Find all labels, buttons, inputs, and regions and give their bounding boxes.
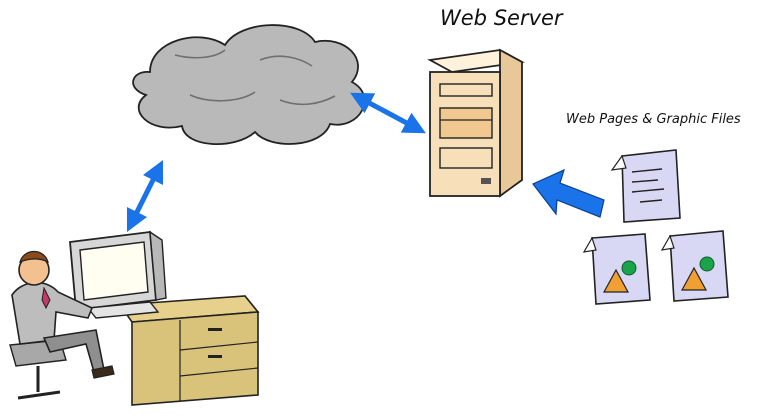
web-server-label: Web Server — [440, 6, 563, 30]
graphic-file-1 — [582, 233, 651, 305]
arrow-files-to-server — [532, 168, 605, 218]
internet-cloud — [132, 24, 366, 145]
arrow-cloud-to-user — [126, 159, 164, 233]
arrow-cloud-to-server — [350, 92, 426, 134]
web-page-document — [610, 149, 681, 223]
user-computer — [9, 230, 260, 406]
graphic-file-2 — [660, 230, 729, 302]
web-server — [427, 48, 525, 198]
files-label: Web Pages & Graphic Files — [566, 112, 741, 127]
